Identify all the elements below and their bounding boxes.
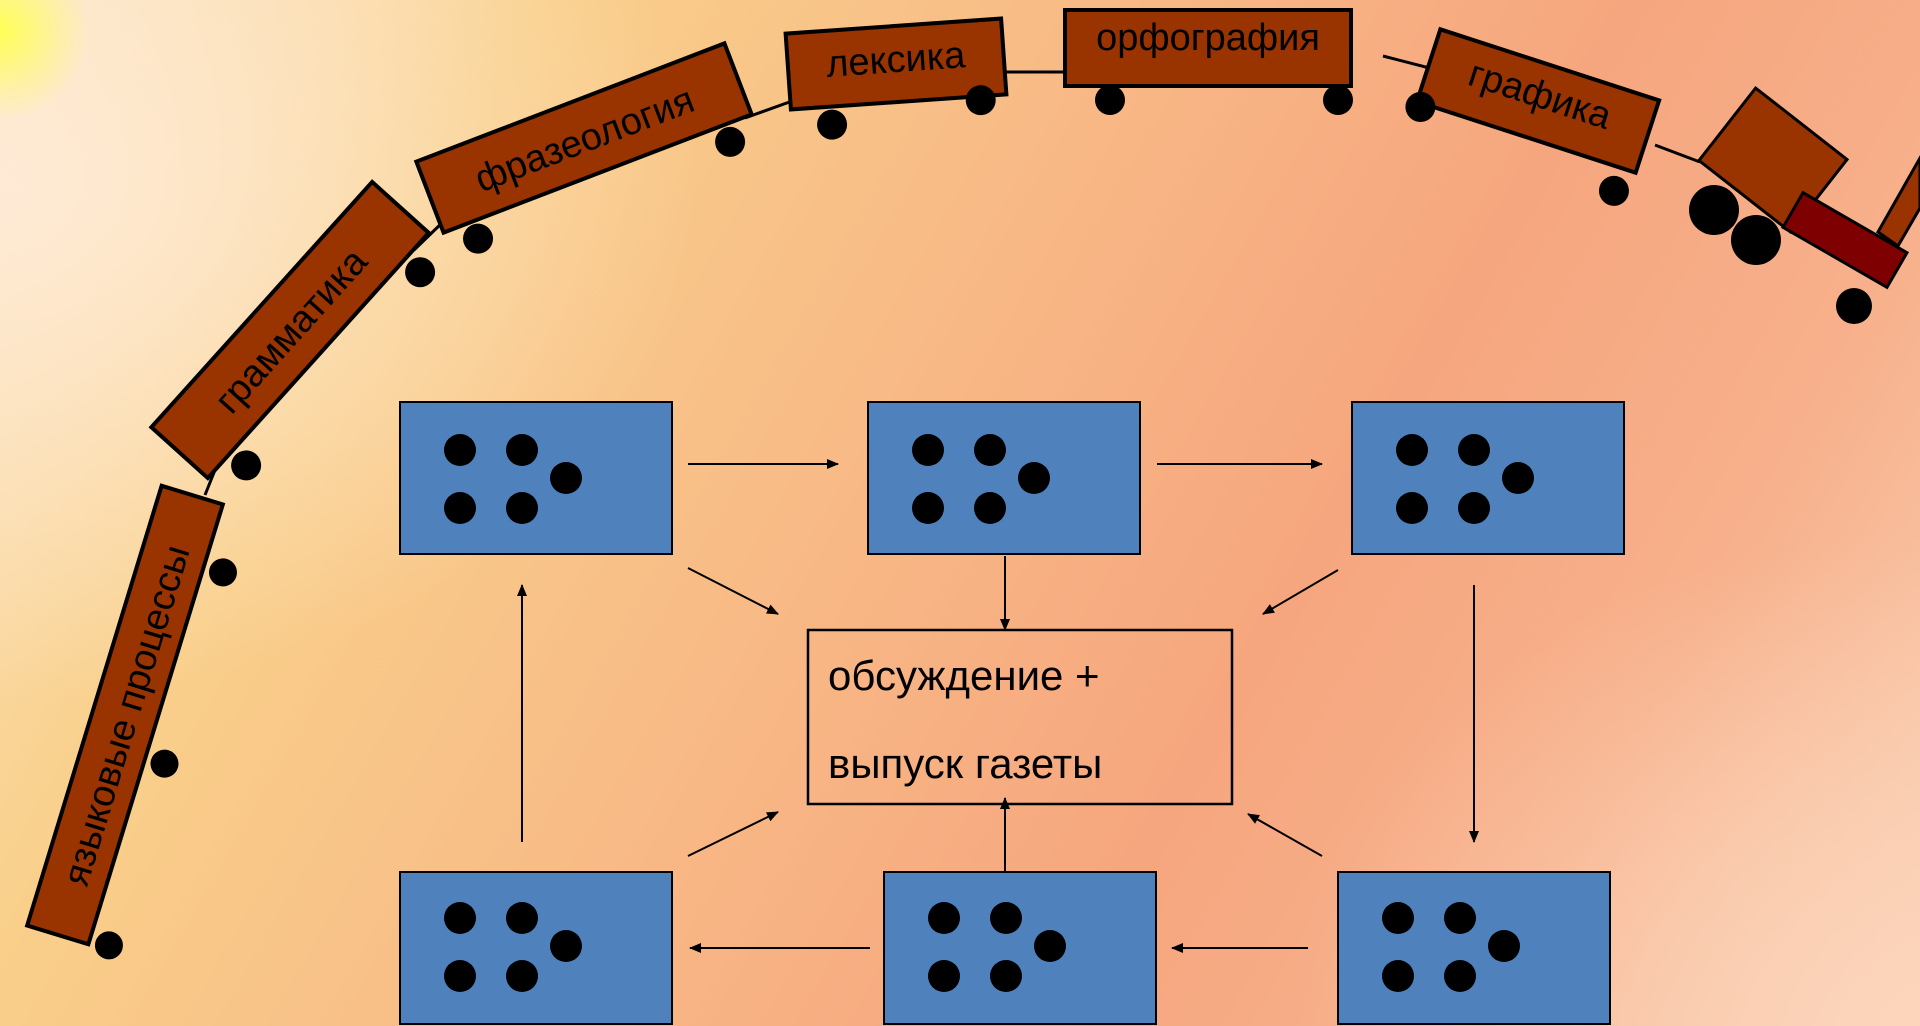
car-label: грамматика [207,240,377,422]
train-car-orthography: орфография [1063,8,1353,115]
wheel [817,109,848,140]
arrow [687,567,779,615]
wheel [463,223,494,254]
wheel [965,85,996,116]
train-car-vocabulary: лексика [783,16,1009,140]
locomotive [1689,85,1920,324]
arrow [1247,813,1323,857]
engine-wheel [1731,215,1781,265]
center-label-line2: выпуск газеты [828,740,1102,787]
group-box-bottom-middle [883,871,1157,1025]
wheel [1095,85,1125,115]
wheel [94,931,123,960]
wheel [405,257,436,288]
group-boxes [399,401,1625,1025]
wheel [231,450,262,481]
train-car-phraseology: фразеология [413,40,755,254]
wheel [715,126,746,157]
engine-wheel [1836,288,1872,324]
group-box-top-right [1351,401,1625,555]
center-label-line1: обсуждение + [828,652,1100,699]
engine-boiler [1780,190,1910,290]
group-box-top-left [399,401,673,555]
group-box-bottom-left [399,871,673,1025]
wheel [1405,91,1436,122]
wheel [1323,85,1353,115]
group-box-top-middle [867,401,1141,555]
car-label: лексика [825,34,968,86]
engine-chimney [1876,154,1920,249]
arrow [687,811,779,857]
train-car-language-processes: языковые процессы [24,483,237,960]
center-box: обсуждение + выпуск газеты [806,628,1234,806]
group-box-bottom-right [1337,871,1611,1025]
car-label: орфография [1096,17,1320,59]
engine-wheel [1689,185,1739,235]
wheel [150,749,179,778]
arrows [517,459,1479,953]
train-car-graphics: графика [1405,26,1662,206]
wheel [1598,175,1629,206]
wheel [208,558,237,587]
arrow [1262,569,1339,615]
